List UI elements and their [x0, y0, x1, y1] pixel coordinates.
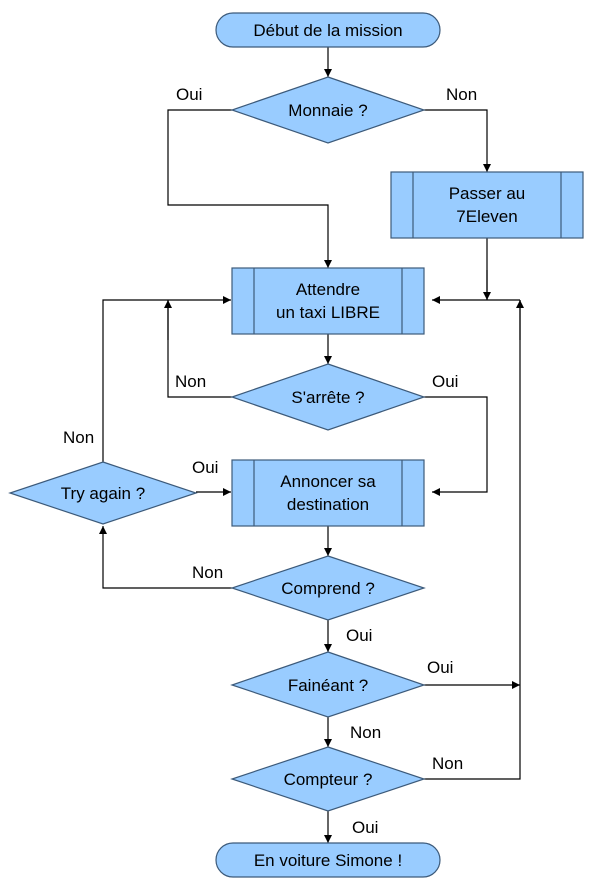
edge-tryagain-non [102, 296, 231, 462]
label-tryagain-non: Non [63, 428, 94, 447]
node-passer-line2: 7Eleven [456, 207, 517, 226]
label-monnaie-non: Non [446, 85, 477, 104]
node-start-label: Début de la mission [253, 21, 402, 40]
edge-comprend-non [99, 526, 232, 589]
edges [99, 47, 524, 843]
label-comprend-non: Non [192, 563, 223, 582]
node-end-label: En voiture Simone ! [254, 851, 402, 870]
node-annoncer-line2: destination [287, 495, 369, 514]
node-compteur: Compteur ? [230, 746, 426, 812]
node-faineant: Fainéant ? [230, 651, 426, 718]
label-faineant-oui: Oui [427, 658, 453, 677]
label-compteur-oui: Oui [352, 818, 378, 837]
node-monnaie: Monnaie ? [230, 76, 426, 144]
node-faineant-label: Fainéant ? [288, 676, 368, 695]
node-annoncer: Annoncer sa destination [231, 459, 425, 527]
node-start: Début de la mission [215, 12, 441, 48]
edge-labels: Oui Non Non Oui Non Oui Non Oui Oui Non … [63, 85, 477, 837]
edge-monnaie-oui [167, 109, 332, 268]
edge-arrete-oui [424, 396, 488, 496]
label-compteur-non: Non [432, 754, 463, 773]
node-attendre-line1: Attendre [296, 280, 360, 299]
label-faineant-non: Non [350, 723, 381, 742]
label-arrete-non: Non [175, 372, 206, 391]
label-monnaie-oui: Oui [176, 85, 202, 104]
node-try-again: Try again ? [8, 461, 198, 525]
node-monnaie-label: Monnaie ? [288, 101, 367, 120]
node-comprend-label: Comprend ? [281, 579, 375, 598]
node-comprend: Comprend ? [230, 555, 426, 621]
node-arrete-label: S'arrête ? [291, 388, 364, 407]
node-arrete: S'arrête ? [230, 363, 426, 431]
node-annoncer-line1: Annoncer sa [280, 472, 376, 491]
label-comprend-oui: Oui [346, 626, 372, 645]
node-passer-line1: Passer au [449, 184, 526, 203]
edge-monnaie-non [424, 109, 491, 172]
label-arrete-oui: Oui [432, 372, 458, 391]
node-end: En voiture Simone ! [215, 842, 441, 878]
node-try-again-label: Try again ? [61, 484, 145, 503]
node-attendre-line2: un taxi LIBRE [276, 303, 380, 322]
node-attendre: Attendre un taxi LIBRE [231, 267, 425, 335]
edge-compteur-non [424, 300, 521, 780]
label-tryagain-oui: Oui [192, 458, 218, 477]
node-compteur-label: Compteur ? [284, 770, 373, 789]
node-passer: Passer au 7Eleven [390, 171, 584, 239]
